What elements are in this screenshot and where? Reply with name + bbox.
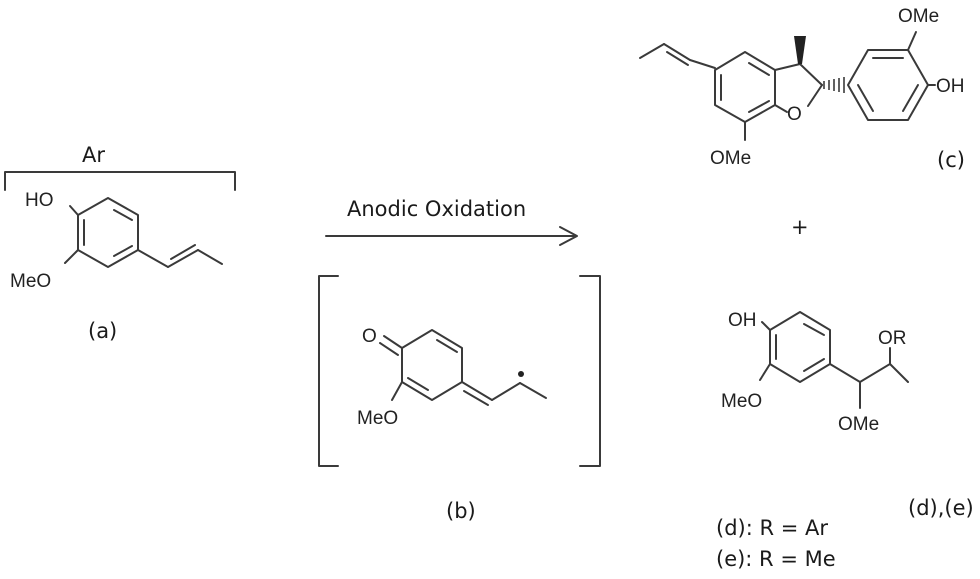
ar-bracket — [4, 171, 236, 191]
hydroxyl-label: HO — [25, 190, 54, 211]
methoxy-label: MeO — [357, 408, 398, 429]
compound-a-structure — [64, 197, 223, 268]
product-de-label: (d),(e) — [908, 496, 974, 520]
definition-e: (e): R = Me — [716, 547, 836, 571]
intermediate-b-label: (b) — [446, 499, 476, 523]
radical-dot — [518, 371, 524, 377]
alkoxy-or-label: OR — [878, 328, 907, 349]
methoxy-chain-label: OMe — [838, 414, 879, 435]
right-square-bracket — [579, 275, 601, 467]
definition-d: (d): R = Ar — [716, 516, 828, 540]
methoxy-label: MeO — [721, 391, 762, 412]
product-de: OH MeO OR OMe (d),(e) (d): R = Ar (e): R… — [716, 310, 974, 571]
intermediate-b-structure — [379, 329, 547, 406]
plus-sign: + — [791, 215, 809, 239]
product-c-label: (c) — [937, 148, 965, 172]
hydroxyl-label: OH — [936, 76, 965, 97]
product-c: OMe OH O OMe (c) — [639, 6, 965, 172]
ring-oxygen-label: O — [787, 104, 802, 125]
intermediate-b: O MeO (b) — [318, 275, 601, 523]
product-de-structure — [759, 311, 909, 409]
product-c-structure — [639, 31, 936, 141]
ar-group-label: Ar — [82, 143, 105, 167]
carbonyl-oxygen-label: O — [362, 326, 377, 347]
hydroxyl-label: OH — [728, 310, 757, 331]
compound-a-label: (a) — [88, 319, 117, 343]
arrow-head — [559, 226, 578, 246]
methoxy-top-label: OMe — [898, 6, 939, 27]
arrow-label: Anodic Oxidation — [347, 197, 526, 221]
methoxy-bottom-label: OMe — [710, 148, 751, 169]
methoxy-label: MeO — [10, 271, 51, 292]
reaction-arrow: Anodic Oxidation — [325, 197, 578, 246]
left-square-bracket — [318, 275, 339, 467]
compound-a: Ar HO MeO (a) — [4, 143, 236, 343]
